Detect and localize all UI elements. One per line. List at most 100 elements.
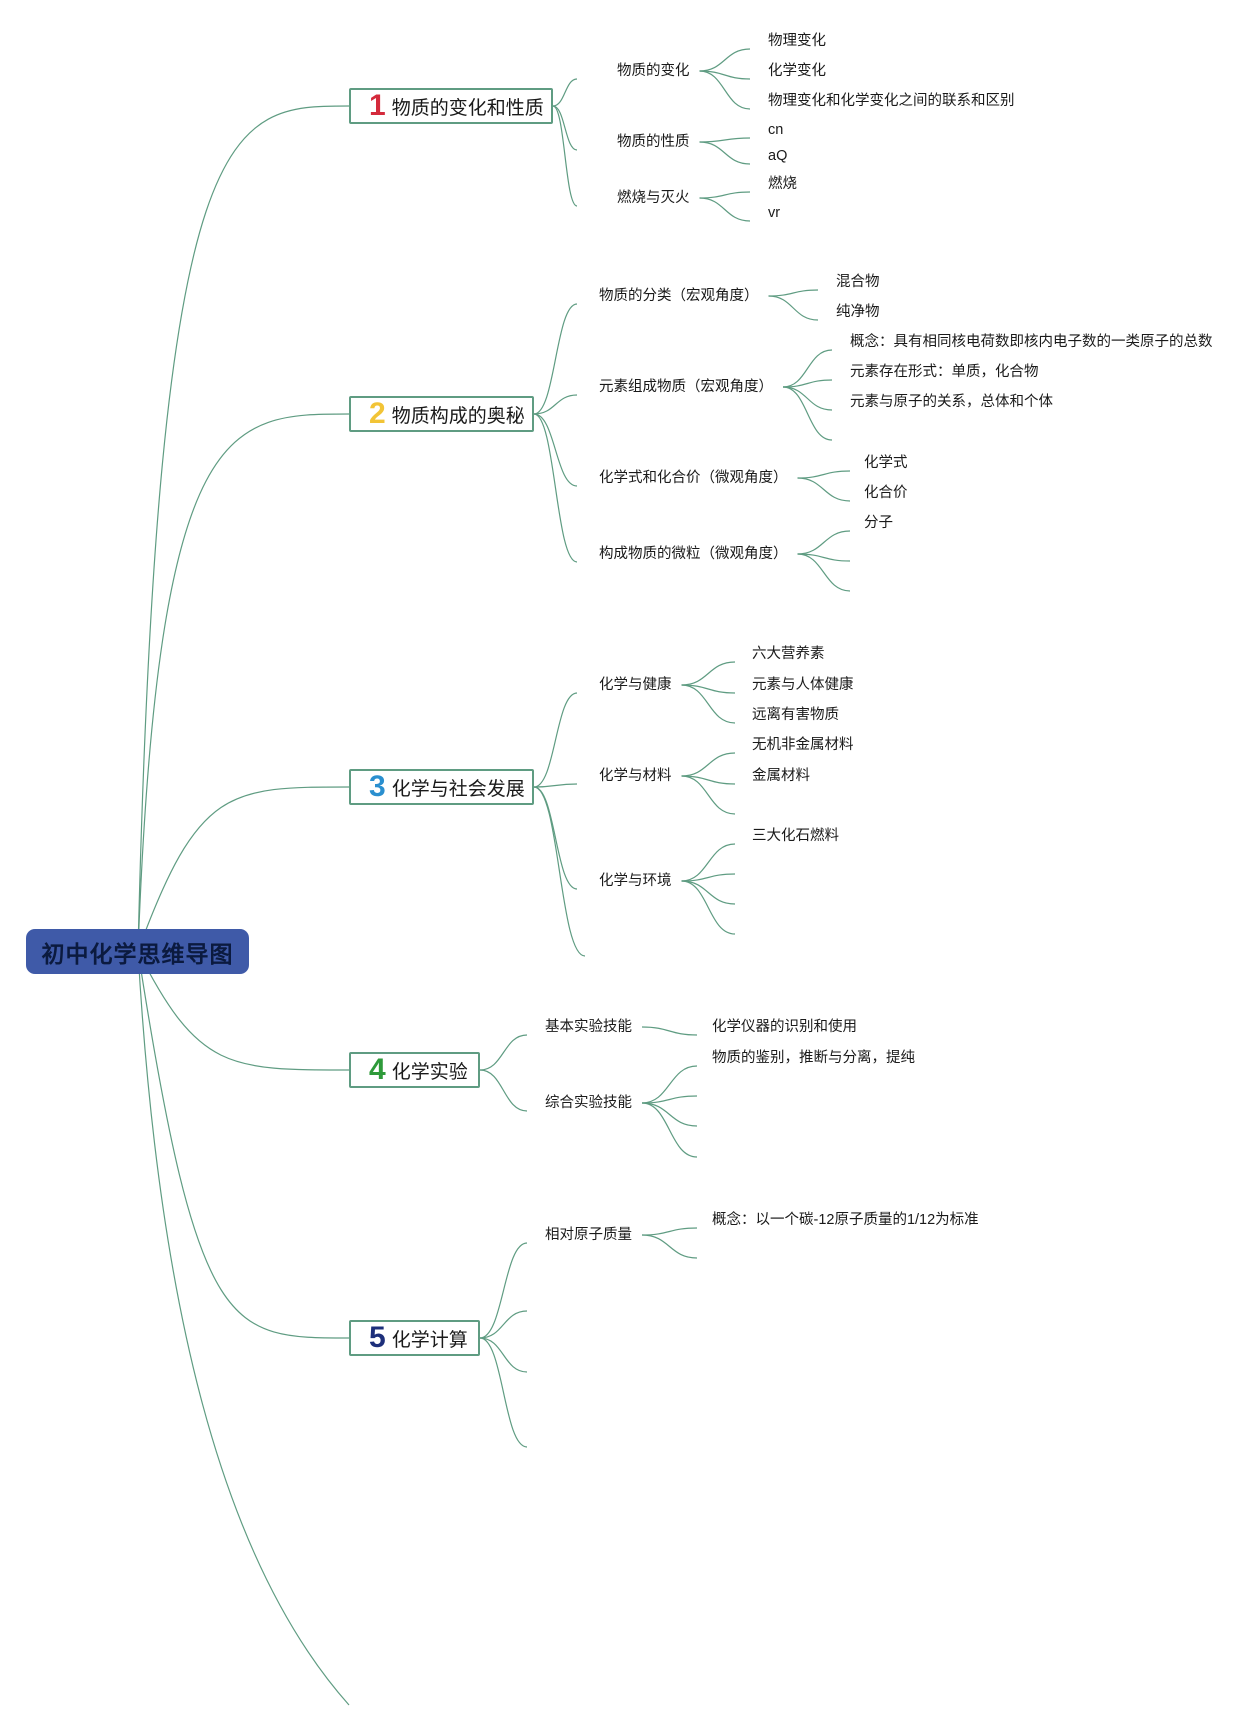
branch-5-empty-topic-link-1 [479, 1310, 528, 1339]
branch-3-topic-link-1 [533, 692, 578, 788]
root-title: 初中化学思维导图 [41, 940, 234, 967]
leaf-label[interactable]: 六大营养素 [752, 646, 825, 662]
topic-label[interactable]: 基本实验技能 [545, 1019, 632, 1035]
leaf-label[interactable]: 远离有害物质 [752, 707, 839, 723]
topic-label[interactable]: 燃烧与灭火 [617, 190, 690, 206]
branch-1-topic-link-2 [552, 105, 578, 151]
branch-3-topic-1-leaf-link-1 [681, 661, 736, 686]
leaf-label[interactable]: 物质的鉴别，推断与分离，提纯 [712, 1050, 915, 1066]
leaf-label[interactable]: 燃烧 [768, 176, 797, 192]
branch-title: 化学实验 [391, 1061, 468, 1083]
branch-number: 4 [369, 1053, 386, 1086]
leaf-label[interactable]: 三大化石燃料 [752, 828, 839, 844]
branch-4-topic-1-leaf-link-1 [641, 1026, 698, 1036]
branch-2-topic-3-leaf-link-2 [797, 477, 851, 502]
branch-1-topic-2-leaf-link-1 [699, 137, 751, 143]
leaf-label[interactable]: 分子 [864, 515, 893, 531]
leaf-label[interactable]: 混合物 [836, 274, 880, 290]
branch-2-topic-2-leaf-link-1 [782, 349, 833, 388]
leaf-label[interactable]: 元素与人体健康 [752, 677, 854, 693]
topic-label[interactable]: 化学与材料 [599, 768, 672, 784]
branch-number: 2 [369, 397, 386, 430]
branch-2-topic-3-leaf-link-1 [797, 470, 851, 479]
topic-label[interactable]: 物质的分类（宏观角度） [599, 288, 759, 304]
branch-title: 化学与社会发展 [391, 778, 525, 800]
leaf-label[interactable]: 化合价 [864, 485, 908, 501]
leaf-label[interactable]: vr [768, 205, 781, 221]
branch-4-topic-2-empty-link-3 [641, 1102, 698, 1158]
branch-5-empty-topic-link-2 [479, 1337, 528, 1373]
branch-3-topic-3-empty-link-3 [681, 880, 736, 935]
branch-number: 5 [369, 1321, 386, 1354]
branch-title: 化学计算 [391, 1329, 468, 1351]
branch-2-topic-link-4 [533, 413, 578, 563]
branch-2-topic-link-1 [533, 303, 578, 415]
leaf-label[interactable]: 元素与原子的关系，总体和个体 [850, 394, 1053, 410]
leaf-label[interactable]: 化学式 [864, 455, 908, 471]
root-link-1 [137, 105, 350, 952]
topic-label[interactable]: 物质的变化 [617, 63, 690, 79]
leaf-label[interactable]: 物理变化和化学变化之间的联系和区别 [768, 93, 1015, 109]
leaf-label[interactable]: 纯净物 [836, 304, 880, 320]
root-link-2 [137, 413, 350, 952]
branch-4-topic-2-empty-link-2 [641, 1102, 698, 1127]
branch-number: 3 [369, 770, 386, 803]
branch-2-topic-2-leaf-link-3 [782, 386, 833, 411]
root-link-5 [137, 950, 350, 1339]
root-link-4 [137, 950, 350, 1071]
branch-1-topic-3-leaf-link-1 [699, 191, 751, 199]
leaf-label[interactable]: 物理变化 [768, 33, 826, 49]
branch-2-topic-2-leaf-link-2 [782, 379, 833, 388]
leaf-label[interactable]: 化学仪器的识别和使用 [712, 1019, 857, 1035]
branch-3-topic-3-empty-link-1 [681, 873, 736, 882]
topic-label[interactable]: 综合实验技能 [545, 1095, 632, 1111]
branch-1-topic-link-1 [552, 78, 578, 107]
leaf-label[interactable]: 无机非金属材料 [752, 737, 854, 753]
leaf-label[interactable]: aQ [768, 148, 788, 164]
branch-3-topic-1-leaf-link-3 [681, 684, 736, 724]
leaf-label[interactable]: 元素存在形式：单质，化合物 [850, 364, 1039, 380]
topic-label[interactable]: 元素组成物质（宏观角度） [599, 379, 773, 395]
branch-title: 物质的变化和性质 [391, 97, 544, 119]
topic-label[interactable]: 化学与环境 [599, 873, 672, 889]
branch-2-topic-link-2 [533, 394, 578, 415]
branch-5-empty-topic-link-3 [479, 1337, 528, 1448]
branch-3-topic-2-leaf-link-1 [681, 752, 736, 777]
topic-label[interactable]: 物质的性质 [617, 134, 690, 150]
branch-5-topic-1-empty-link-1 [641, 1234, 698, 1259]
branch-5-topic-link-1 [479, 1242, 528, 1339]
branch-2-topic-4-leaf-link-1 [797, 530, 851, 555]
branch-title: 物质构成的奥秘 [391, 405, 525, 427]
leaf-label[interactable]: 金属材料 [752, 768, 810, 784]
branch-5-topic-1-leaf-link-1 [641, 1227, 698, 1236]
branch-1-topic-link-3 [552, 105, 578, 207]
topic-label[interactable]: 化学式和化合价（微观角度） [599, 470, 788, 486]
topic-label[interactable]: 相对原子质量 [545, 1227, 632, 1243]
branch-3-topic-link-3 [533, 786, 578, 890]
branch-3-empty-topic-link [533, 786, 586, 957]
branch-2-topic-1-leaf-link-2 [768, 295, 819, 321]
branch-4-topic-link-1 [479, 1034, 528, 1071]
leaf-label[interactable]: 化学变化 [768, 63, 826, 79]
branch-1-topic-3-leaf-link-2 [699, 197, 751, 222]
root-link-tail [137, 950, 350, 1706]
leaf-label[interactable]: 概念：以一个碳-12原子质量的1/12为标准 [712, 1212, 979, 1228]
leaf-label[interactable]: cn [768, 122, 784, 138]
branch-4-topic-2-leaf-link-1 [641, 1065, 698, 1104]
branch-2-topic-2-empty-link-1 [782, 386, 833, 441]
topic-label[interactable]: 化学与健康 [599, 677, 672, 693]
branch-1-topic-1-leaf-link-3 [699, 70, 751, 110]
branch-4-topic-link-2 [479, 1069, 528, 1112]
branch-1-topic-2-leaf-link-2 [699, 141, 751, 165]
leaf-label[interactable]: 概念：具有相同核电荷数即核内电子数的一类原子的总数 [850, 334, 1213, 350]
root-node[interactable]: 初中化学思维导图 [26, 929, 249, 974]
topic-label[interactable]: 构成物质的微粒（微观角度） [599, 546, 788, 562]
branch-2-topic-link-3 [533, 413, 578, 487]
branch-3-topic-3-leaf-link-1 [681, 843, 736, 882]
